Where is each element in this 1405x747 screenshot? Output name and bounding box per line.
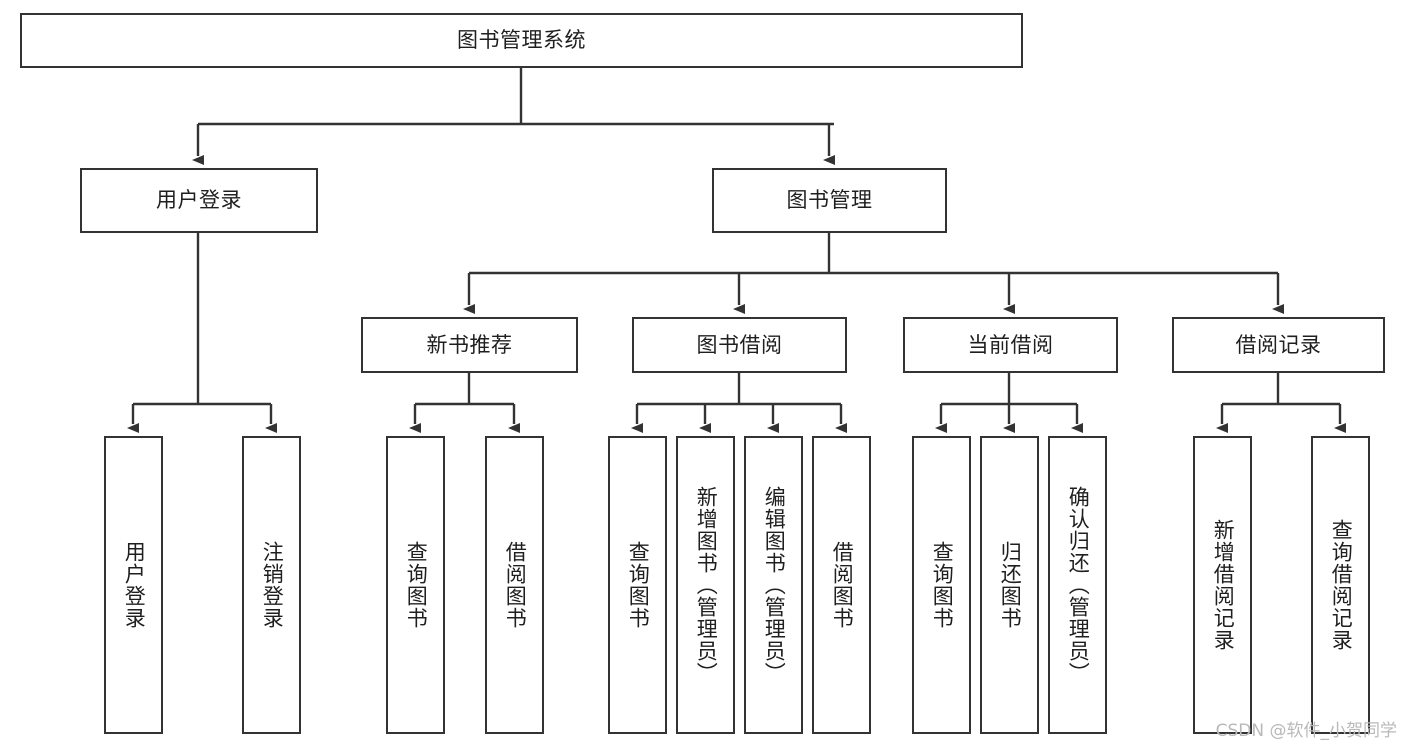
node-current-borrow-label: 当前借阅 (967, 332, 1054, 357)
node-leaf-borrow-book-1-label: 借阅图书 (503, 541, 528, 629)
node-leaf-query-book-2[interactable]: 查询图书 (608, 436, 667, 734)
node-leaf-query-book-3[interactable]: 查询图书 (912, 436, 971, 734)
node-leaf-add-record-label: 新增借阅记录 (1211, 519, 1236, 651)
node-leaf-query-book-3-label: 查询图书 (930, 541, 955, 629)
node-new-book-rec[interactable]: 新书推荐 (361, 317, 578, 373)
node-leaf-borrow-book-1[interactable]: 借阅图书 (485, 436, 544, 734)
node-borrow-record[interactable]: 借阅记录 (1172, 317, 1385, 373)
node-leaf-edit-book-label: 编辑图书（管理员） (762, 486, 787, 684)
node-leaf-query-book-1[interactable]: 查询图书 (386, 436, 445, 734)
node-root[interactable]: 图书管理系统 (20, 13, 1023, 68)
node-leaf-add-book-label: 新增图书（管理员） (694, 486, 719, 684)
node-new-book-rec-label: 新书推荐 (426, 332, 513, 357)
node-leaf-confirm-return-label: 确认归还（管理员） (1066, 486, 1091, 684)
node-leaf-user-login-label: 用户登录 (122, 541, 147, 629)
node-book-borrow-label: 图书借阅 (696, 332, 783, 357)
node-leaf-logout[interactable]: 注销登录 (242, 436, 301, 734)
node-book-manage-label: 图书管理 (786, 188, 873, 213)
node-leaf-borrow-book-2[interactable]: 借阅图书 (812, 436, 871, 734)
node-borrow-record-label: 借阅记录 (1235, 332, 1322, 357)
node-leaf-user-login[interactable]: 用户登录 (104, 436, 163, 734)
node-leaf-return-book-label: 归还图书 (998, 541, 1023, 629)
node-leaf-confirm-return[interactable]: 确认归还（管理员） (1048, 436, 1107, 734)
node-leaf-return-book[interactable]: 归还图书 (980, 436, 1039, 734)
csdn-watermark: CSDN @软件_小贺同学 (1215, 721, 1397, 741)
node-leaf-query-record-label: 查询借阅记录 (1329, 519, 1354, 651)
node-leaf-borrow-book-2-label: 借阅图书 (830, 541, 855, 629)
node-user-login[interactable]: 用户登录 (80, 168, 318, 233)
node-leaf-logout-label: 注销登录 (260, 541, 285, 629)
node-book-manage[interactable]: 图书管理 (712, 168, 947, 233)
node-leaf-query-book-2-label: 查询图书 (626, 541, 651, 629)
node-current-borrow[interactable]: 当前借阅 (903, 317, 1118, 373)
node-user-login-label: 用户登录 (156, 188, 242, 213)
node-leaf-edit-book[interactable]: 编辑图书（管理员） (744, 436, 803, 734)
node-leaf-query-book-1-label: 查询图书 (404, 541, 429, 629)
node-leaf-query-record[interactable]: 查询借阅记录 (1311, 436, 1370, 734)
node-root-label: 图书管理系统 (457, 28, 586, 53)
node-leaf-add-record[interactable]: 新增借阅记录 (1193, 436, 1252, 734)
node-leaf-add-book[interactable]: 新增图书（管理员） (676, 436, 735, 734)
node-book-borrow[interactable]: 图书借阅 (632, 317, 847, 373)
